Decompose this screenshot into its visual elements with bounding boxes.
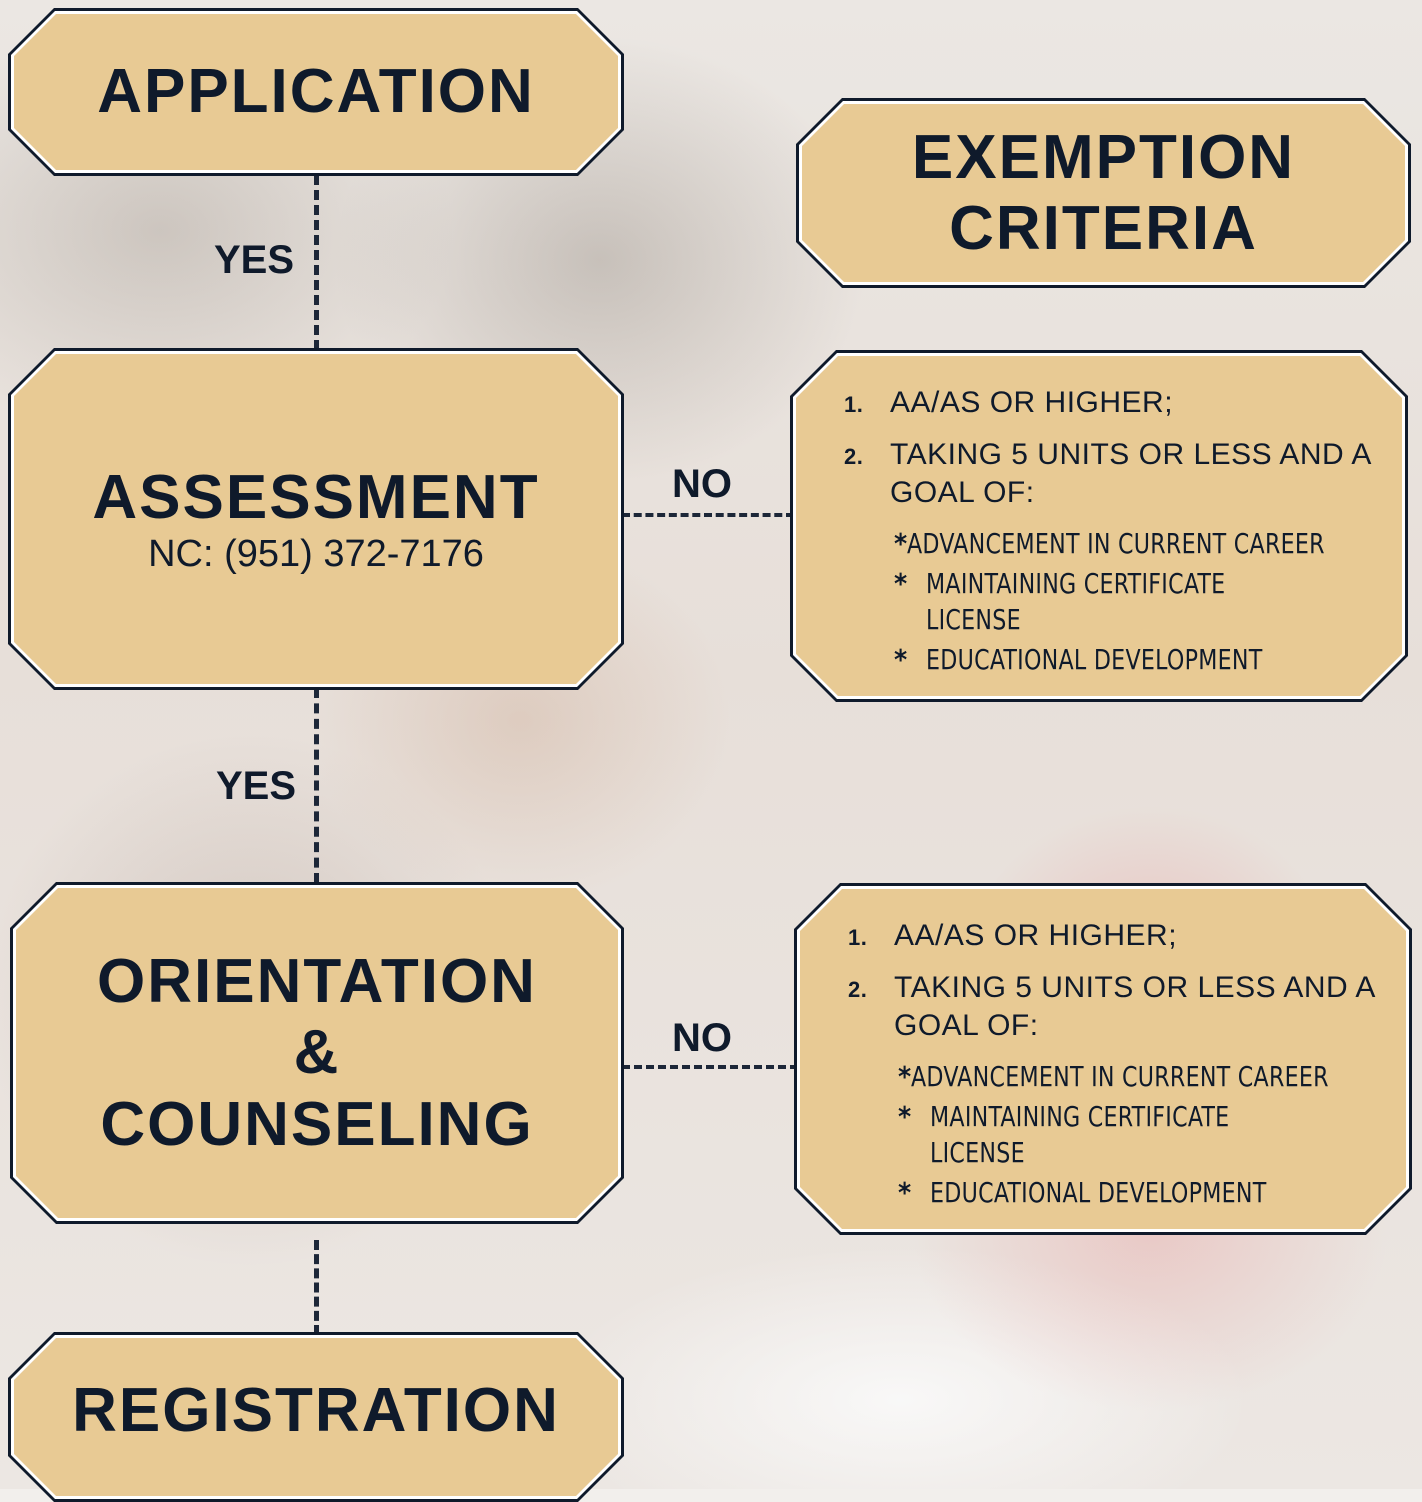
registration-box: REGISTRATION — [8, 1332, 624, 1502]
bullet-star-icon — [898, 1133, 930, 1173]
criteria-number: 1. — [848, 925, 868, 950]
connector-assessment-orientation — [314, 688, 319, 883]
registration-title: REGISTRATION — [72, 1376, 560, 1446]
criteria-subitem-text: ADVANCEMENT IN CURRENT CAREER — [911, 1060, 1330, 1093]
criteria-list-2: 1. AA/AS OR HIGHER; 2. TAKING 5 UNITS OR… — [848, 917, 1386, 1213]
criteria-text: TAKING 5 UNITS OR LESS AND A GOAL OF: — [894, 971, 1375, 1042]
connector-orientation-registration — [314, 1240, 319, 1335]
exemption-criteria-box: EXEMPTION CRITERIA — [796, 98, 1411, 288]
assessment-title: ASSESSMENT — [92, 463, 540, 533]
bullet-star-icon: * — [898, 1060, 912, 1093]
application-box: APPLICATION — [8, 8, 624, 176]
criteria-text: AA/AS OR HIGHER; — [894, 919, 1178, 952]
assessment-box: ASSESSMENT NC: (951) 372-7176 — [8, 348, 624, 690]
criteria-subitem-text: MAINTAINING CERTIFICATE — [926, 567, 1226, 600]
criteria-item: 1. AA/AS OR HIGHER; — [848, 917, 1386, 957]
criteria-subitem: * ADVANCEMENT IN CURRENT CAREER — [894, 524, 1382, 564]
criteria-text: TAKING 5 UNITS OR LESS AND A GOAL OF: — [890, 438, 1371, 509]
no-label-2: NO — [672, 1016, 732, 1060]
connector-assessment-criteria — [622, 513, 794, 517]
no-label-1: NO — [672, 462, 732, 506]
orientation-title-line1: ORIENTATION — [97, 947, 537, 1017]
connector-orientation-criteria — [622, 1065, 798, 1069]
criteria-subitem-text: LICENSE — [930, 1136, 1025, 1169]
criteria-subitem: LICENSE — [898, 1133, 1386, 1173]
assessment-phone: NC: (951) 372-7176 — [148, 532, 484, 575]
criteria-subitem: * MAINTAINING CERTIFICATE — [894, 564, 1382, 604]
orientation-counseling-box: ORIENTATION & COUNSELING — [10, 882, 624, 1224]
criteria-subitem: * EDUCATIONAL DEVELOPMENT — [898, 1173, 1386, 1213]
criteria-subitem: * ADVANCEMENT IN CURRENT CAREER — [898, 1057, 1386, 1097]
criteria-subitem: * EDUCATIONAL DEVELOPMENT — [894, 640, 1382, 680]
criteria-item: 2. TAKING 5 UNITS OR LESS AND A GOAL OF: — [844, 436, 1382, 512]
exemption-title-line2: CRITERIA — [949, 194, 1258, 263]
connector-application-assessment — [314, 175, 319, 350]
criteria-subitem-text: MAINTAINING CERTIFICATE — [930, 1100, 1230, 1133]
criteria-subitem-text: LICENSE — [926, 603, 1021, 636]
criteria-subitem: LICENSE — [894, 600, 1382, 640]
criteria-number: 2. — [848, 977, 868, 1002]
criteria-subitem-text: EDUCATIONAL DEVELOPMENT — [930, 1176, 1267, 1209]
bullet-star-icon: * — [898, 1176, 912, 1209]
bullet-star-icon: * — [894, 567, 908, 600]
yes-label-1: YES — [214, 238, 295, 282]
criteria-item: 2. TAKING 5 UNITS OR LESS AND A GOAL OF: — [848, 969, 1386, 1045]
criteria-text: AA/AS OR HIGHER; — [890, 386, 1174, 419]
orientation-title-line3: COUNSELING — [100, 1089, 534, 1159]
criteria-list-1: 1. AA/AS OR HIGHER; 2. TAKING 5 UNITS OR… — [844, 384, 1382, 680]
bullet-star-icon: * — [894, 527, 908, 560]
criteria-item: 1. AA/AS OR HIGHER; — [844, 384, 1382, 424]
application-title: APPLICATION — [97, 57, 535, 127]
criteria-box-2: 1. AA/AS OR HIGHER; 2. TAKING 5 UNITS OR… — [794, 883, 1412, 1235]
criteria-box-1: 1. AA/AS OR HIGHER; 2. TAKING 5 UNITS OR… — [790, 350, 1408, 702]
criteria-number: 1. — [844, 392, 864, 417]
criteria-number: 2. — [844, 444, 864, 469]
exemption-title-line1: EXEMPTION — [911, 122, 1296, 192]
yes-label-2: YES — [216, 764, 297, 808]
criteria-subitem-text: EDUCATIONAL DEVELOPMENT — [926, 643, 1263, 676]
bullet-star-icon: * — [898, 1100, 912, 1133]
bullet-star-icon: * — [894, 643, 908, 676]
bullet-star-icon — [894, 600, 926, 640]
criteria-subitem-text: ADVANCEMENT IN CURRENT CAREER — [907, 527, 1326, 560]
criteria-subitem: * MAINTAINING CERTIFICATE — [898, 1097, 1386, 1137]
orientation-title-line2: & — [293, 1018, 341, 1088]
